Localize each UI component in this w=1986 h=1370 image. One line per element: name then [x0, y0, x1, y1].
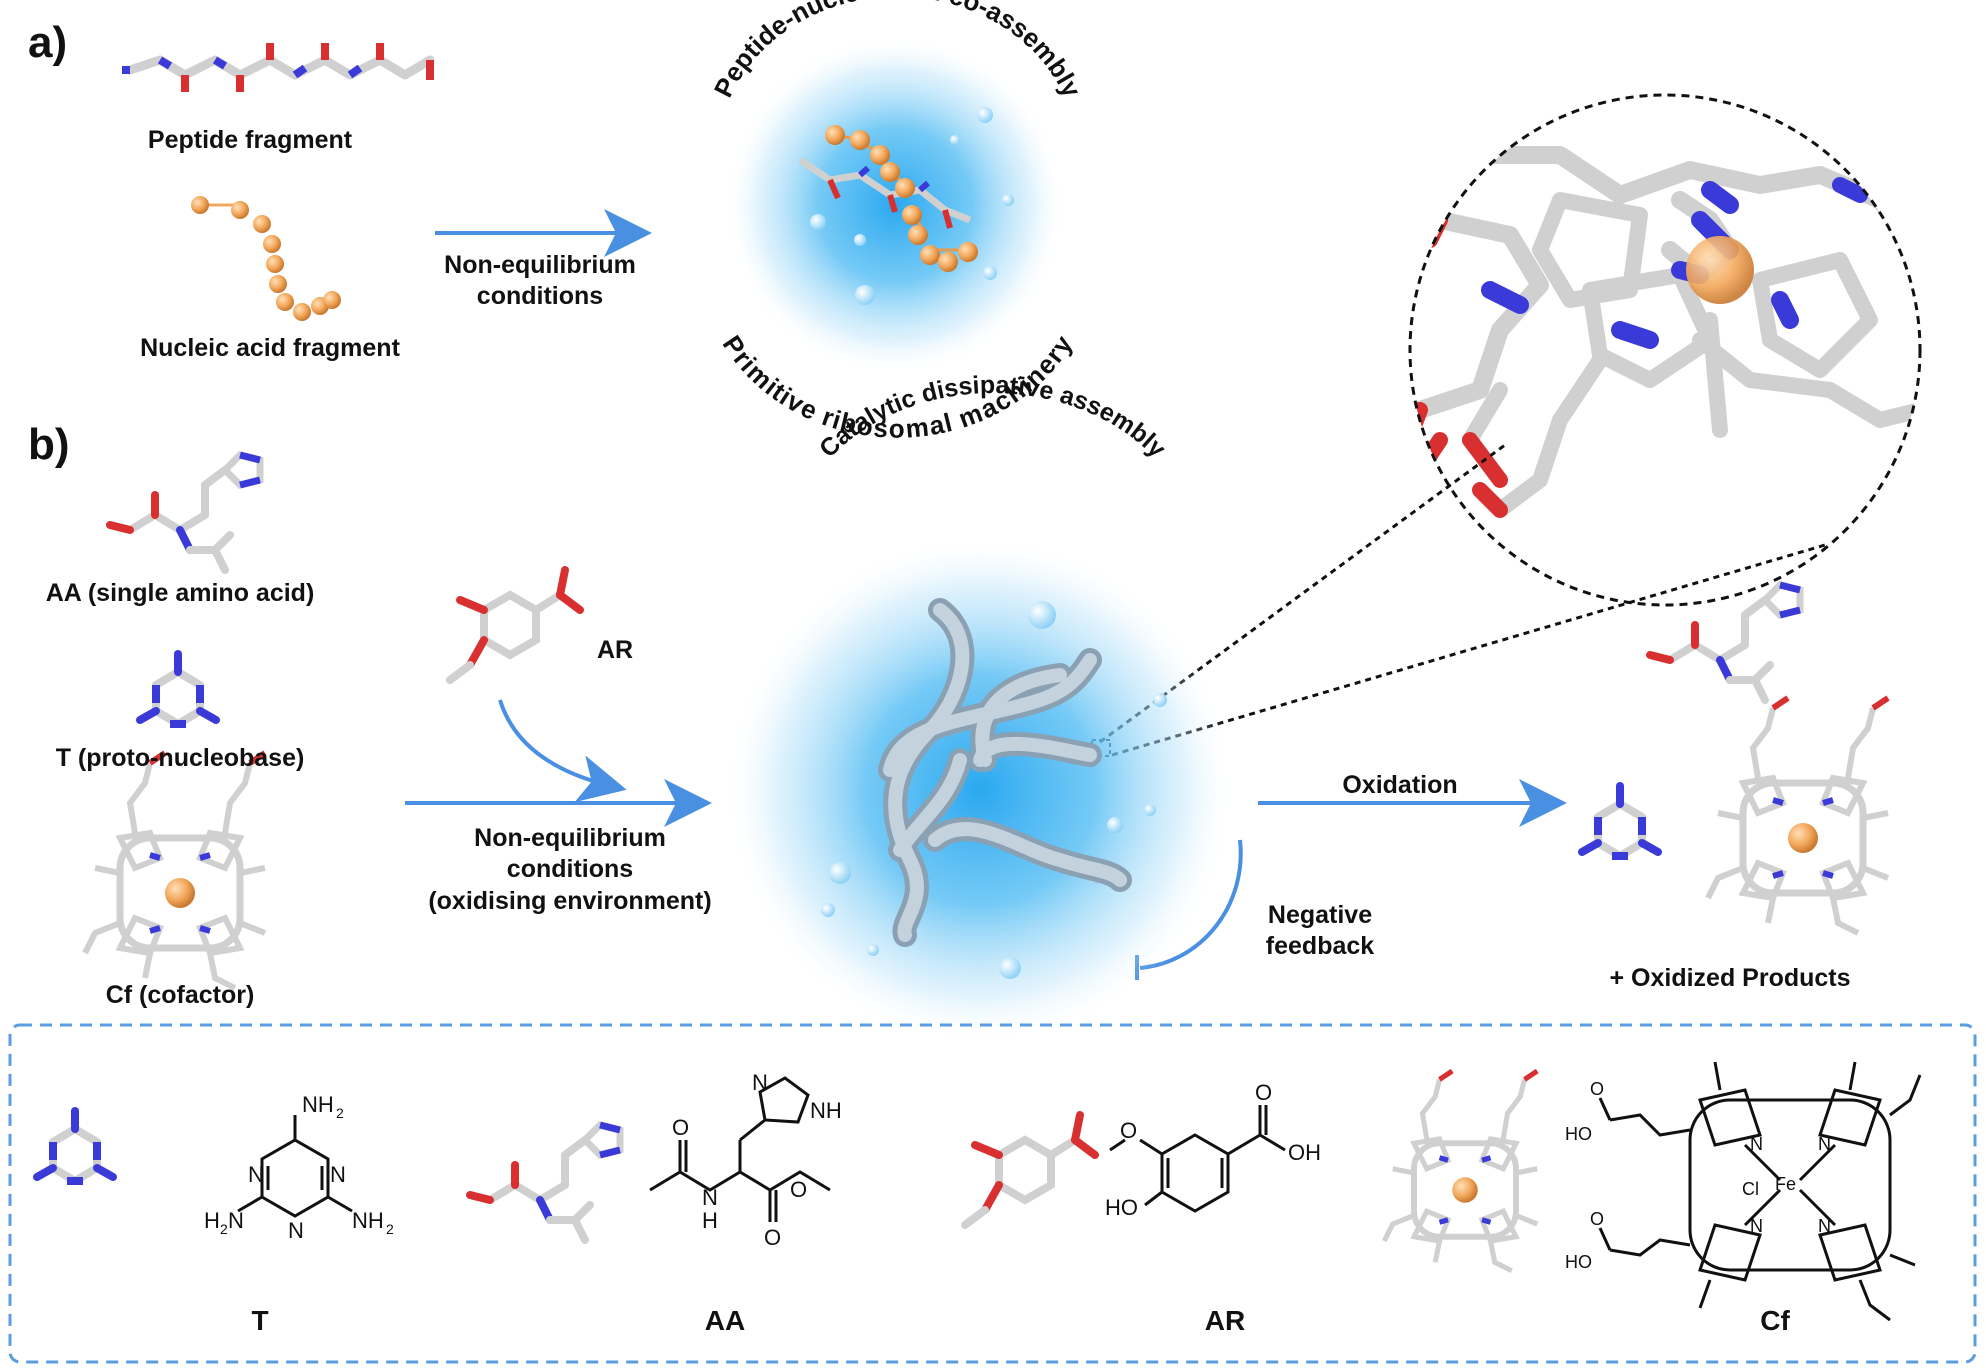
zoom-line-2	[1111, 543, 1826, 757]
arrow-a-label: Non-equilibrium conditions	[410, 250, 670, 313]
svg-text:O: O	[1255, 1080, 1272, 1105]
arrow-b-label: Non-equilibrium conditions (oxidising en…	[410, 823, 730, 917]
svg-text:N: N	[752, 1070, 768, 1095]
svg-text:N: N	[1750, 1134, 1763, 1154]
legend-t-label: T	[251, 1305, 269, 1336]
svg-text:2: 2	[386, 1221, 394, 1237]
ar-skeletal	[1109, 1105, 1286, 1213]
t-model	[140, 654, 216, 724]
aa-label: AA (single amino acid)	[45, 579, 315, 607]
svg-text:H: H	[204, 1208, 220, 1233]
arrow-b-line3: (oxidising environment)	[428, 886, 712, 915]
aa-skeletal-labels: O N H O O N NH	[672, 1070, 842, 1250]
product-cf-model	[1708, 698, 1888, 933]
svg-text:HO: HO	[1565, 1252, 1592, 1272]
svg-text:O: O	[1590, 1209, 1604, 1229]
svg-text:HO: HO	[1105, 1195, 1138, 1220]
peptide-fragment-model	[122, 43, 435, 92]
svg-text:O: O	[790, 1177, 807, 1202]
svg-text:N: N	[702, 1185, 718, 1210]
fibers	[878, 598, 1132, 947]
panel-b-label: b)	[28, 420, 70, 469]
ar-model	[450, 570, 580, 680]
product-t-model	[1582, 786, 1658, 856]
nucleic-label: Nucleic acid fragment	[140, 334, 400, 362]
ar-curved-arrow	[498, 699, 627, 803]
legend-ar-label: AR	[1204, 1305, 1246, 1336]
feedback-label: Negative feedback	[1240, 900, 1400, 963]
svg-text:2: 2	[336, 1105, 344, 1121]
coassembly-droplets	[810, 107, 1014, 305]
legend-box	[8, 1023, 1977, 1364]
t-label: T (proto-nucleobase)	[55, 744, 305, 772]
svg-text:OH: OH	[1288, 1140, 1321, 1165]
svg-text:N: N	[248, 1162, 264, 1187]
svg-text:HO: HO	[1565, 1124, 1592, 1144]
coassembly-model	[798, 125, 978, 272]
zoom-line-1	[1099, 443, 1506, 744]
legend-ar-stick	[965, 1115, 1095, 1225]
feedback-line2: feedback	[1265, 932, 1375, 961]
svg-text:Cl: Cl	[1742, 1179, 1759, 1199]
cf-model	[85, 753, 265, 988]
svg-text:Fe: Fe	[1775, 1174, 1796, 1194]
aa-skeletal	[649, 1076, 831, 1222]
svg-text:NH: NH	[810, 1098, 842, 1123]
legend-t-stick	[37, 1111, 113, 1181]
arrow-a-line1: Non-equilibrium	[444, 251, 636, 279]
svg-text:N: N	[228, 1208, 244, 1233]
arrow-a-line2: conditions	[476, 282, 604, 311]
arrow-b-line1: Non-equilibrium	[474, 824, 666, 852]
nucleic-acid-fragment-model	[191, 196, 341, 321]
svg-text:N: N	[1818, 1216, 1831, 1236]
svg-text:NH: NH	[352, 1208, 384, 1233]
legend-aa-label: AA	[704, 1305, 746, 1336]
svg-text:2: 2	[220, 1221, 228, 1237]
peptide-label: Peptide fragment	[147, 126, 353, 154]
t-skeletal	[237, 1115, 353, 1218]
oxidation-label: Oxidation	[1342, 771, 1458, 799]
ar-skeletal-labels: O O OH HO	[1105, 1080, 1321, 1220]
dissipative-droplets	[821, 601, 1167, 979]
svg-text:NH: NH	[302, 1092, 334, 1117]
aa-model	[110, 455, 260, 570]
svg-text:O: O	[764, 1225, 781, 1250]
ar-label: AR	[596, 636, 634, 664]
svg-text:O: O	[672, 1115, 689, 1140]
svg-text:H: H	[702, 1208, 718, 1233]
feedback-line1: Negative	[1267, 901, 1373, 929]
svg-text:O: O	[1120, 1118, 1137, 1143]
cf-label: Cf (cofactor)	[105, 981, 255, 1009]
svg-text:N: N	[288, 1218, 304, 1243]
cf-skeletal-labels: N N N N Fe Cl O HO O HO	[1565, 1079, 1831, 1272]
legend-cf-stick	[1384, 1071, 1537, 1271]
products-label: + Oxidized Products	[1609, 964, 1851, 992]
legend-aa-stick	[470, 1125, 620, 1240]
dissipative-glow	[725, 535, 1235, 1045]
svg-text:N: N	[1750, 1216, 1763, 1236]
panel-a-label: a)	[28, 18, 68, 67]
arrow-b-line2: conditions	[506, 855, 634, 884]
svg-text:N: N	[1818, 1134, 1831, 1154]
svg-text:O: O	[1590, 1079, 1604, 1099]
legend-cf-label: Cf	[1760, 1305, 1790, 1336]
svg-text:N: N	[330, 1162, 346, 1187]
zoom-inset	[1408, 93, 1922, 607]
cf-skeletal	[1598, 1061, 1922, 1322]
